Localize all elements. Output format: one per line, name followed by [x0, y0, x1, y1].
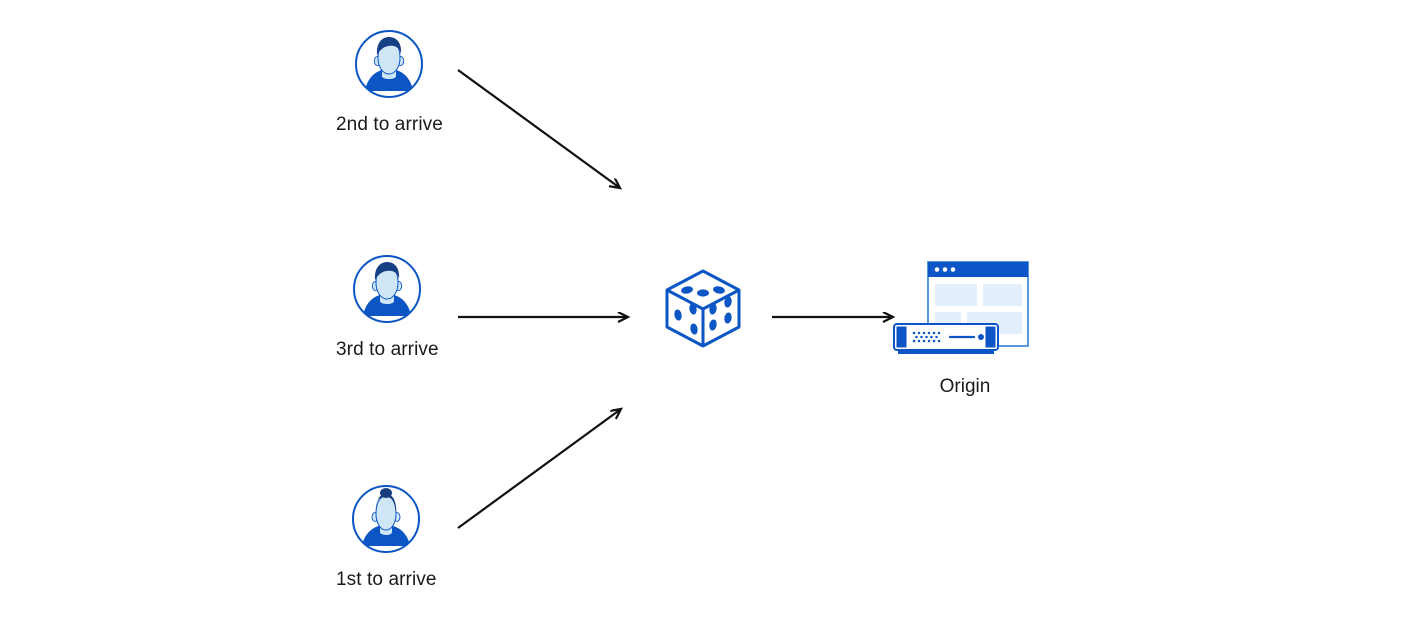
client-label: 2nd to arrive — [336, 114, 443, 135]
client-node-1st[interactable]: 1st to arrive — [336, 483, 437, 591]
user-avatar-icon — [352, 485, 421, 553]
client-label: 1st to arrive — [336, 569, 437, 590]
dice-icon — [665, 269, 741, 348]
randomizer-node[interactable] — [660, 265, 746, 351]
arrow-1st-to-dice — [457, 409, 621, 529]
origin-node[interactable]: Origin — [890, 258, 1040, 403]
client-node-3rd[interactable]: 3rd to arrive — [336, 253, 439, 361]
client-label: 3rd to arrive — [336, 339, 439, 360]
user-avatar-icon — [355, 30, 424, 98]
client-node-2nd[interactable]: 2nd to arrive — [336, 28, 443, 136]
user-avatar-icon — [353, 255, 422, 323]
arrow-2nd-to-dice — [457, 69, 620, 188]
origin-label: Origin — [939, 376, 991, 397]
server-device — [893, 323, 999, 354]
origin-server-icon — [893, 261, 1029, 354]
